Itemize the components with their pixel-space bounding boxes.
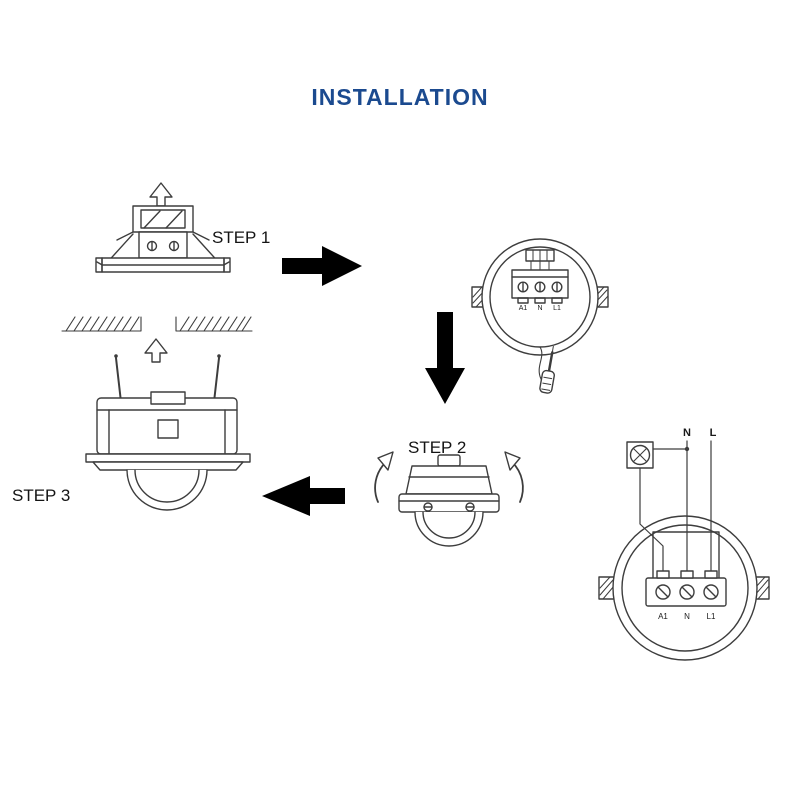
base-terminal-n: N	[537, 305, 542, 312]
line-art	[61, 182, 770, 661]
arrow-down-icon	[425, 312, 465, 404]
step2-sensor-drawing	[374, 451, 524, 547]
wiring-terminal-a1: A1	[658, 612, 668, 621]
ceiling-cross-section	[61, 316, 253, 332]
step3-sensor-drawing	[85, 354, 251, 511]
wiring-terminal-l1: L1	[707, 612, 716, 621]
up-arrow-icon	[149, 182, 173, 207]
step2-label: STEP 2	[408, 438, 467, 457]
step1-sensor-drawing	[95, 182, 231, 273]
step3-label: STEP 3	[12, 486, 71, 505]
hanging-cord	[538, 346, 543, 380]
wiring-terminal-n: N	[684, 612, 690, 621]
diagram-labels: A1 N L1 A1 N L1 N L	[519, 305, 717, 621]
screwdriver-icon	[539, 345, 555, 394]
neutral-label: N	[683, 427, 691, 439]
flow-arrows	[262, 246, 465, 516]
rotate-arrow-right-icon	[511, 461, 524, 503]
page-title: INSTALLATION	[311, 84, 489, 110]
live-label: L	[710, 427, 717, 439]
mounting-base-drawing	[471, 238, 609, 394]
step1-label: STEP 1	[212, 228, 271, 247]
sensor-dome	[126, 469, 208, 511]
base-terminal-l1: L1	[553, 305, 561, 312]
arrow-right-icon	[282, 246, 362, 286]
arrow-left-icon	[262, 476, 345, 516]
base-terminal-a1: A1	[519, 305, 528, 312]
push-up-arrow-icon	[144, 338, 168, 363]
sensor-dome	[414, 511, 484, 547]
wiring-diagram-drawing	[598, 440, 770, 661]
rotate-arrow-left-icon	[374, 461, 387, 503]
